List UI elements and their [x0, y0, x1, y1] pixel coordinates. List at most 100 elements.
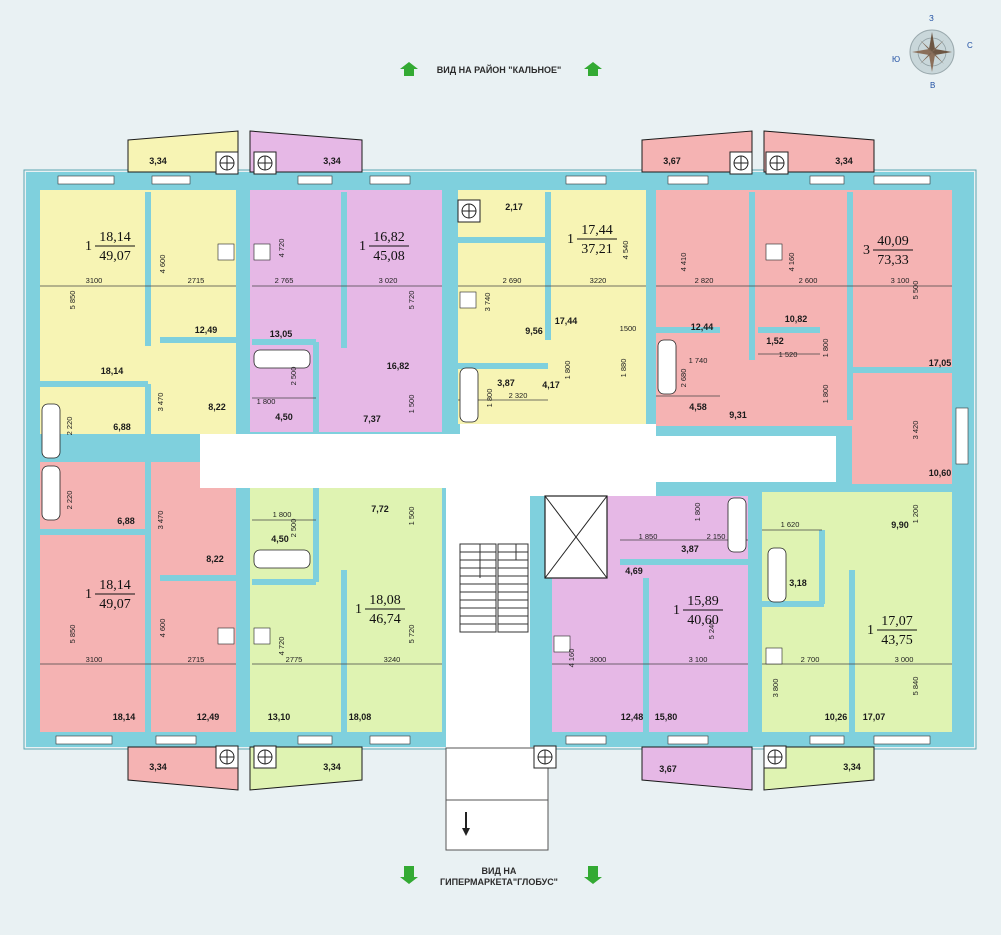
areas-a32-label: 9,90	[891, 520, 909, 530]
dims-d56-label: 4 160	[567, 649, 576, 668]
dims-d38-label: 1 850	[639, 532, 658, 541]
balcony	[763, 130, 875, 173]
areas-a13-label: 18,14	[101, 366, 124, 376]
dims-d59-label: 5 840	[911, 677, 920, 696]
dims-d37-label: 1 500	[407, 507, 416, 526]
apartments-5-total-label: 46,74	[369, 612, 401, 627]
apartments-6-rooms-label: 1	[673, 603, 680, 618]
areas-a37-label: 12,48	[621, 712, 644, 722]
apartment-a8	[762, 492, 952, 732]
areas-a29-label: 3,87	[681, 544, 699, 554]
areas-a36-label: 18,08	[349, 712, 372, 722]
apartment-a4	[656, 190, 952, 426]
balcony	[249, 746, 363, 791]
areas-a38-label: 15,80	[655, 712, 678, 722]
dims-d33-label: 2 680	[679, 369, 688, 388]
dims-d04-label: 3 020	[379, 276, 398, 285]
apartments-0-total-label: 49,07	[99, 249, 131, 264]
elevator-shaft	[544, 495, 608, 579]
up-arrow-icon	[400, 62, 418, 76]
apartment-label-a4: 3 40,09 73,33	[863, 234, 913, 268]
dims-d49-label: 3 100	[689, 655, 708, 664]
balcony	[127, 746, 239, 791]
dims-d32-label: 1 800	[485, 389, 494, 408]
apartments-4-living-label: 18,14	[99, 578, 131, 593]
dims-d41-label: 1 200	[911, 505, 920, 524]
areas-a17-label: 17,05	[929, 358, 952, 368]
partitions	[40, 192, 952, 732]
entrance	[445, 747, 549, 851]
down-arrow-icon	[462, 812, 470, 836]
dims-d35-label: 1 800	[273, 510, 292, 519]
apartments-6-total-label: 40,60	[687, 613, 719, 628]
areas-a44-label: 3,34	[843, 762, 861, 772]
dims-d34-label: 1 800	[821, 339, 830, 358]
dims-d25-label: 1 880	[619, 359, 628, 378]
dims-d16-label: 4 410	[679, 253, 688, 272]
dims-d22-label: 1 800	[257, 397, 276, 406]
dims-d08-label: 2 600	[799, 276, 818, 285]
areas-a35-label: 13,10	[268, 712, 291, 722]
apartments-5-rooms-label: 1	[355, 602, 362, 617]
apartments-2-total-label: 37,21	[581, 242, 613, 257]
areas-a16-label: 4,17	[542, 380, 560, 390]
dims-d52-label: 5 850	[68, 625, 77, 644]
dimension-labels: 3100 2715 2 765 3 020 2 690 3220 2 820 2…	[65, 239, 920, 698]
apartment-a3	[458, 190, 646, 424]
areas-a02-label: 3,34	[323, 156, 341, 166]
balcony	[763, 746, 875, 791]
areas-a40-label: 17,07	[863, 712, 886, 722]
dims-d40-label: 1 620	[781, 520, 800, 529]
areas-a18-label: 8,22	[208, 402, 226, 412]
areas-a20-label: 4,50	[275, 412, 293, 422]
apartments-7-rooms-label: 1	[867, 623, 874, 638]
dims-d01-label: 3100	[86, 276, 103, 285]
balcony	[249, 130, 363, 173]
areas-a12-label: 1,52	[766, 336, 784, 346]
dims-d42-label: 2 220	[65, 491, 74, 510]
dims-d50-label: 2 700	[801, 655, 820, 664]
areas-a19-label: 6,88	[113, 422, 131, 432]
staircase	[459, 543, 529, 633]
areas-a33-label: 18,14	[113, 712, 136, 722]
bottom-view-caption: ВИД НА ГИПЕРМАРКЕТА"ГЛОБУС"	[400, 866, 602, 887]
areas-a04-label: 3,67	[663, 156, 681, 166]
areas-a30-label: 4,69	[625, 566, 643, 576]
apartments-3-total-label: 73,33	[877, 253, 909, 268]
dims-d09-label: 3 100	[891, 276, 910, 285]
dims-d17-label: 4 160	[787, 253, 796, 272]
dims-d57-label: 5 240	[707, 621, 716, 640]
areas-a10-label: 12,44	[691, 322, 714, 332]
compass-s-label: Ю	[892, 55, 900, 64]
apartment-labels: 1 18,14 49,07 1 16,82 45,08 1 17,44 37,2…	[85, 223, 917, 648]
apartment-a5	[40, 462, 236, 732]
dims-d39-label: 2 150	[707, 532, 726, 541]
apartment-label-a5: 1 18,14 49,07	[85, 578, 135, 612]
room-area-labels: 3,34 3,34 2,17 3,67 3,34 12,49 13,05 9,5…	[101, 156, 952, 774]
dims-d07-label: 2 820	[695, 276, 714, 285]
dims-d14-label: 3 740	[483, 293, 492, 312]
apartments-4-rooms-label: 1	[85, 587, 92, 602]
areas-a09-label: 17,44	[555, 316, 578, 326]
windows	[55, 175, 969, 745]
bottom-caption-line2: ГИПЕРМАРКЕТА"ГЛОБУС"	[440, 877, 558, 887]
dims-d51-label: 3 000	[895, 655, 914, 664]
apartments-1-living-label: 16,82	[373, 230, 405, 245]
compass-n-label: С	[967, 41, 973, 50]
dims-d44-label: 3100	[86, 655, 103, 664]
top-view-caption: ВИД НА РАЙОН "КАЛЬНОЕ"	[400, 62, 602, 76]
areas-a39-label: 10,26	[825, 712, 848, 722]
apartments-6-living-label: 15,89	[687, 594, 719, 609]
dims-d11-label: 4 600	[158, 255, 167, 274]
compass-rose-icon: З С Ю В	[892, 14, 973, 90]
areas-a43-label: 3,67	[659, 764, 677, 774]
areas-a15-label: 3,87	[497, 378, 515, 388]
dims-d03-label: 2 765	[275, 276, 294, 285]
dims-d48-label: 3000	[590, 655, 607, 664]
areas-a23-label: 9,31	[729, 410, 747, 420]
dims-d02-label: 2715	[188, 276, 205, 285]
dims-d47-label: 3240	[384, 655, 401, 664]
dims-d05-label: 2 690	[503, 276, 522, 285]
dims-d21-label: 1 520	[779, 350, 798, 359]
